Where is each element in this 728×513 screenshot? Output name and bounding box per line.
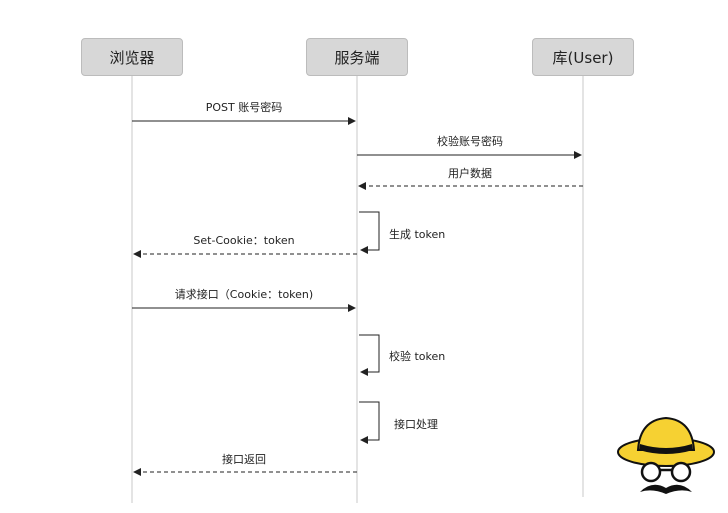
message-label-set-cookie: Set-Cookie：token [193,234,295,247]
self-arrow-generate-token [359,211,380,254]
message-label-post-credentials: POST 账号密码 [205,101,283,114]
actor-browser-label: 浏览器 [109,48,155,67]
actor-db-label: 库(User) [552,48,614,67]
message-label-user-data: 用户数据 [448,167,492,180]
self-arrow-api-process [359,401,380,444]
actor-db: 库(User) [532,38,634,76]
actor-server-label: 服务端 [334,48,380,67]
message-label-generate-token: 生成 token [389,228,446,241]
actor-browser: 浏览器 [81,38,183,76]
hat-glasses-mustache-logo [617,416,715,494]
message-label-api-process: 接口处理 [394,418,438,431]
message-label-verify-credentials: 校验账号密码 [437,135,503,148]
self-arrow-verify-token [359,334,380,376]
message-label-verify-token: 校验 token [389,350,446,363]
message-label-api-return: 接口返回 [222,453,266,466]
message-label-request-api: 请求接口（Cookie：token) [174,288,314,301]
actor-server: 服务端 [306,38,408,76]
